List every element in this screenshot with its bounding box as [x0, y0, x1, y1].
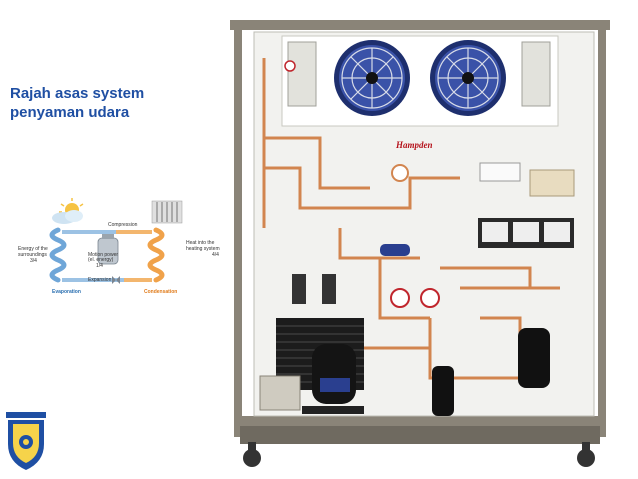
receiver-tank: [518, 328, 550, 388]
evaporator-coil: [49, 227, 67, 283]
accumulator-tank: [432, 366, 454, 416]
label-motor-line-2: (el. energy): [88, 257, 114, 263]
label-heat-line-2: heating system: [186, 246, 220, 252]
thermostat-box: [479, 162, 521, 182]
right-fan-icon: [430, 40, 506, 116]
left-coil-box: [287, 41, 317, 107]
pressure-switch-1: [292, 274, 306, 304]
label-heat-fraction: 4/4: [212, 252, 219, 258]
control-box: [529, 169, 575, 197]
label-expansion: Expansion: [88, 277, 112, 283]
left-fan-icon: [334, 40, 410, 116]
condenser-coil: [147, 227, 165, 283]
label-heat-line-1: Heat into the: [186, 240, 215, 246]
label-energy-fraction: 3/4: [30, 258, 37, 264]
refrigerant-loop: [62, 230, 152, 282]
label-motor-line-1: Motion power: [88, 252, 118, 258]
compressor-icon: [97, 234, 119, 265]
right-coil-box: [521, 41, 551, 107]
expansion-valve-icon: [112, 276, 120, 284]
electrical-box: [259, 375, 301, 411]
pressure-switch-2: [322, 274, 336, 304]
slide-title-line-2: penyaman udara: [10, 104, 130, 121]
label-compression: Compression: [108, 222, 138, 228]
label-motor-fraction: 1/4: [96, 263, 103, 269]
label-evaporation: Evaporation: [52, 289, 81, 295]
meter-panel: [478, 218, 574, 248]
label-condensation: Condensation: [144, 289, 177, 295]
filter-drier: [380, 244, 410, 256]
institution-logo: [6, 412, 46, 470]
label-energy-line-1: Energy of the: [18, 246, 48, 252]
cloud-icon: [52, 210, 83, 224]
label-energy-line-2: surroundings: [18, 252, 47, 258]
pressure-gauges: [284, 60, 440, 308]
slide-title: Rajah asas system penyaman udara: [10, 84, 210, 122]
heat-pump-cycle-diagram: Compression Energy of the surroundings 3…: [18, 198, 220, 295]
slide-title-line-1: Rajah asas system: [10, 85, 145, 102]
trainer-frame: [230, 20, 610, 444]
brand-label: Hampden: [395, 140, 433, 150]
ac-trainer-photo: Hampden: [230, 20, 610, 467]
wheels: [243, 442, 595, 467]
fan-housing: [281, 35, 559, 127]
radiator-icon: [151, 200, 183, 224]
compressor: [302, 344, 364, 414]
